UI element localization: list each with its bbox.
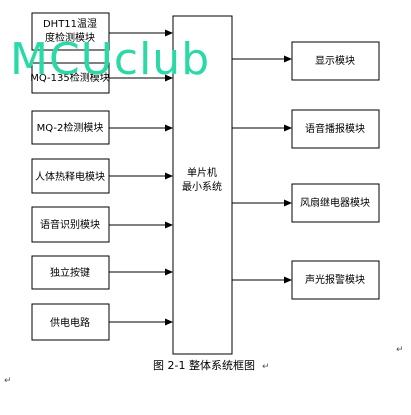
- arrow-keys-to-mcu: [109, 268, 173, 276]
- arrow-mcu-to-display: [232, 55, 292, 63]
- output-block-display: 显示模块: [291, 41, 380, 81]
- output-block-voice-broadcast: 语音播报模块: [291, 109, 380, 149]
- arrow-mq135-to-mcu: [109, 74, 173, 82]
- arrow-dht11-to-mcu: [109, 29, 173, 37]
- paragraph-mark-icon: ↵: [4, 376, 12, 386]
- mcuclub-watermark: MCUclub: [10, 34, 210, 85]
- input-block-mq2: MQ-2检测模块: [31, 110, 110, 145]
- output-label-sound-light-alarm: 声光报警模块: [305, 273, 365, 286]
- mcu-label-line1: 单片机: [187, 166, 217, 179]
- arrow-mcu-to-voice-broadcast: [232, 124, 292, 132]
- input-label-pir: 人体热释电模块: [35, 170, 105, 183]
- input-label-mq135: MQ-135检测模块: [30, 71, 109, 84]
- input-block-mq135: MQ-135检测模块: [30, 62, 110, 94]
- arrow-mcu-to-fan-relay: [232, 199, 292, 207]
- mcu-label-line2: 最小系统: [182, 180, 222, 193]
- arrow-power-to-mcu: [109, 318, 173, 326]
- input-label-keys: 独立按键: [50, 266, 90, 279]
- input-label-mq2: MQ-2检测模块: [37, 121, 104, 134]
- input-label-dht11-line1: DHT11温湿: [43, 18, 97, 30]
- output-label-display: 显示模块: [315, 55, 355, 67]
- paragraph-mark-icon: ↵: [262, 362, 270, 372]
- output-label-fan-relay: 风扇继电器模块: [300, 196, 370, 209]
- output-block-fan-relay: 风扇继电器模块: [291, 183, 380, 223]
- input-block-voice-recognition: 语音识别模块: [31, 206, 110, 243]
- mcu-minimum-system-block: 单片机 最小系统: [172, 15, 233, 355]
- input-block-pir: 人体热释电模块: [31, 158, 110, 194]
- arrow-mcu-to-sound-light-alarm: [232, 276, 292, 284]
- input-block-dht11: DHT11温湿 度检测模块: [31, 12, 110, 51]
- figure-caption: 图 2-1 整体系统框图: [153, 358, 255, 372]
- input-label-power: 供电电路: [50, 316, 90, 329]
- input-label-voice-recognition: 语音识别模块: [40, 218, 100, 231]
- paragraph-mark-icon: ↵: [396, 345, 404, 355]
- arrow-mq2-to-mcu: [109, 124, 173, 132]
- output-label-voice-broadcast: 语音播报模块: [305, 122, 365, 135]
- input-block-keys: 独立按键: [31, 255, 110, 290]
- output-block-sound-light-alarm: 声光报警模块: [291, 260, 380, 300]
- input-label-dht11-line2: 度检测模块: [45, 31, 95, 44]
- input-block-power: 供电电路: [31, 303, 110, 341]
- arrow-voice-recognition-to-mcu: [109, 221, 173, 229]
- arrow-pir-to-mcu: [109, 172, 173, 180]
